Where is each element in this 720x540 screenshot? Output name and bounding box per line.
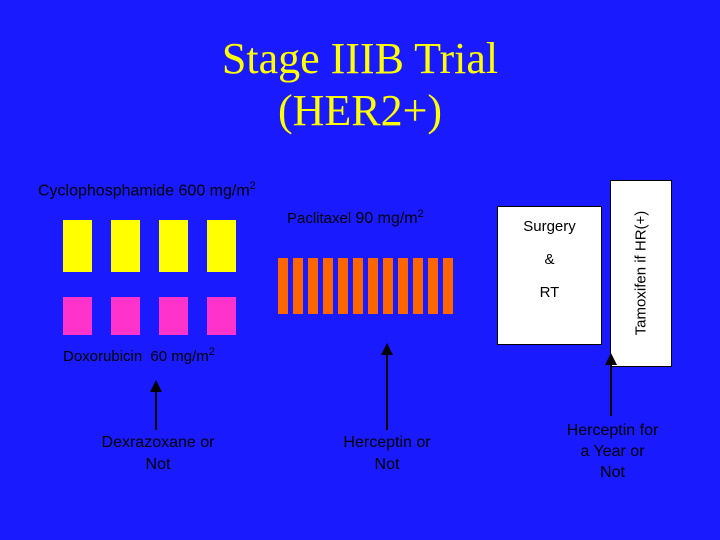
doxorubicin-dose-exponent: 2 [208, 346, 215, 358]
cyclophosphamide-block-4 [207, 220, 236, 272]
paclitaxel-label: Paclitaxel 90 mg/m2 [287, 208, 424, 228]
surgery-rt-box: Surgery & RT [497, 206, 602, 345]
surgery-label: Surgery [523, 218, 576, 235]
herceptin-arrow-line [386, 353, 388, 430]
doxorubicin-name: Doxorubicin [63, 348, 143, 365]
cyclophosphamide-block-1 [63, 220, 92, 272]
paclitaxel-bar-9 [398, 258, 408, 314]
paclitaxel-bar-12 [443, 258, 453, 314]
tamoxifen-label: Tamoxifen if HR(+) [632, 210, 650, 336]
rt-label: RT [539, 284, 560, 301]
herceptin-arrowhead [381, 343, 393, 355]
herceptin-label-line1: Herceptin or [343, 434, 431, 451]
doxorubicin-block-4 [207, 297, 236, 335]
paclitaxel-bar-10 [413, 258, 423, 314]
doxorubicin-block-3 [159, 297, 188, 335]
paclitaxel-dose-exponent: 2 [417, 208, 424, 220]
tamoxifen-box: Tamoxifen if HR(+) [610, 180, 672, 367]
herceptin-year-label-line3: Not [600, 464, 625, 481]
cyclophosphamide-dose: 600 mg/m [178, 182, 250, 200]
cyclophosphamide-label: Cyclophosphamide 600 mg/m2 [38, 180, 256, 200]
paclitaxel-bar-8 [383, 258, 393, 314]
paclitaxel-name: Paclitaxel [287, 210, 352, 227]
dexrazoxane-label-line1: Dexrazoxane or [101, 434, 215, 451]
paclitaxel-bar-7 [368, 258, 378, 314]
paclitaxel-bar-4 [323, 258, 333, 314]
herceptin-year-label: Herceptin for a Year or Not [540, 420, 685, 483]
cyclophosphamide-block-3 [159, 220, 188, 272]
dexrazoxane-arrow-line [155, 390, 157, 430]
doxorubicin-dose: 60 mg/m [150, 348, 209, 365]
herceptin-year-label-line2: a Year or [580, 443, 645, 460]
paclitaxel-bar-6 [353, 258, 363, 314]
paclitaxel-dose: 90 mg/m [355, 210, 418, 227]
doxorubicin-label: Doxorubicin 60 mg/m2 [63, 346, 215, 365]
herceptin-year-arrow-line [610, 363, 612, 416]
doxorubicin-block-2 [111, 297, 140, 335]
slide-title-line2: (HER2+) [277, 86, 443, 135]
paclitaxel-bar-11 [428, 258, 438, 314]
paclitaxel-bar-5 [338, 258, 348, 314]
doxorubicin-block-1 [63, 297, 92, 335]
dexrazoxane-arrowhead [150, 380, 162, 392]
dexrazoxane-label-line2: Not [145, 456, 171, 473]
ampersand-label: & [544, 251, 555, 268]
cyclophosphamide-name: Cyclophosphamide [38, 182, 175, 200]
herceptin-label-line2: Not [374, 456, 400, 473]
dexrazoxane-label: Dexrazoxane or Not [78, 432, 238, 476]
cyclophosphamide-dose-exponent: 2 [249, 180, 256, 192]
cyclophosphamide-block-2 [111, 220, 140, 272]
herceptin-label: Herceptin or Not [307, 432, 467, 476]
herceptin-year-label-line1: Herceptin for [566, 422, 659, 439]
herceptin-year-arrowhead [605, 353, 617, 365]
paclitaxel-bar-1 [278, 258, 288, 314]
paclitaxel-bar-2 [293, 258, 303, 314]
paclitaxel-bar-3 [308, 258, 318, 314]
slide-title-line1: Stage IIIB Trial [221, 34, 499, 83]
